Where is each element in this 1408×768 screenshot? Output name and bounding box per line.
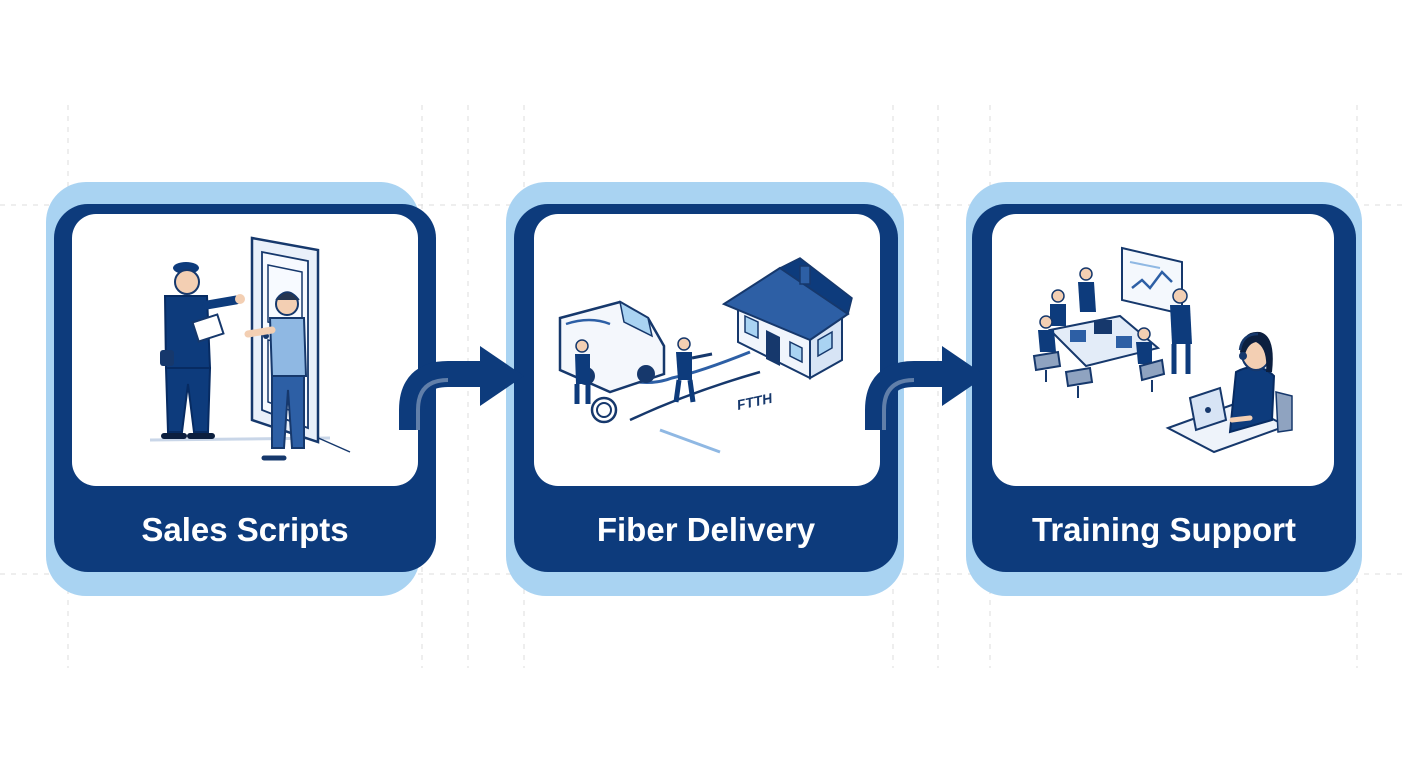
step-card-sales-scripts [46, 182, 436, 596]
step-label-fiber-delivery: Fiber Delivery [596, 511, 816, 548]
arrow-right-icon [942, 346, 986, 406]
step-label-training-support: Training Support [1032, 511, 1296, 548]
arrow-right-icon [480, 346, 524, 406]
step-label-sales-scripts: Sales Scripts [141, 511, 349, 548]
connector-arrow-2 [865, 346, 986, 430]
card-panel [72, 214, 418, 486]
door-to-door-salesman-illustration [149, 236, 351, 461]
step-card-training-support [966, 182, 1362, 596]
cable-tag-label: FTTH [735, 390, 774, 413]
connector-arrow-1 [399, 346, 524, 430]
team-training-headset-agent-illustration [1032, 246, 1293, 454]
step-card-fiber-delivery: FTTH [506, 182, 904, 596]
fiber-installation-van-house-illustration [558, 257, 853, 454]
